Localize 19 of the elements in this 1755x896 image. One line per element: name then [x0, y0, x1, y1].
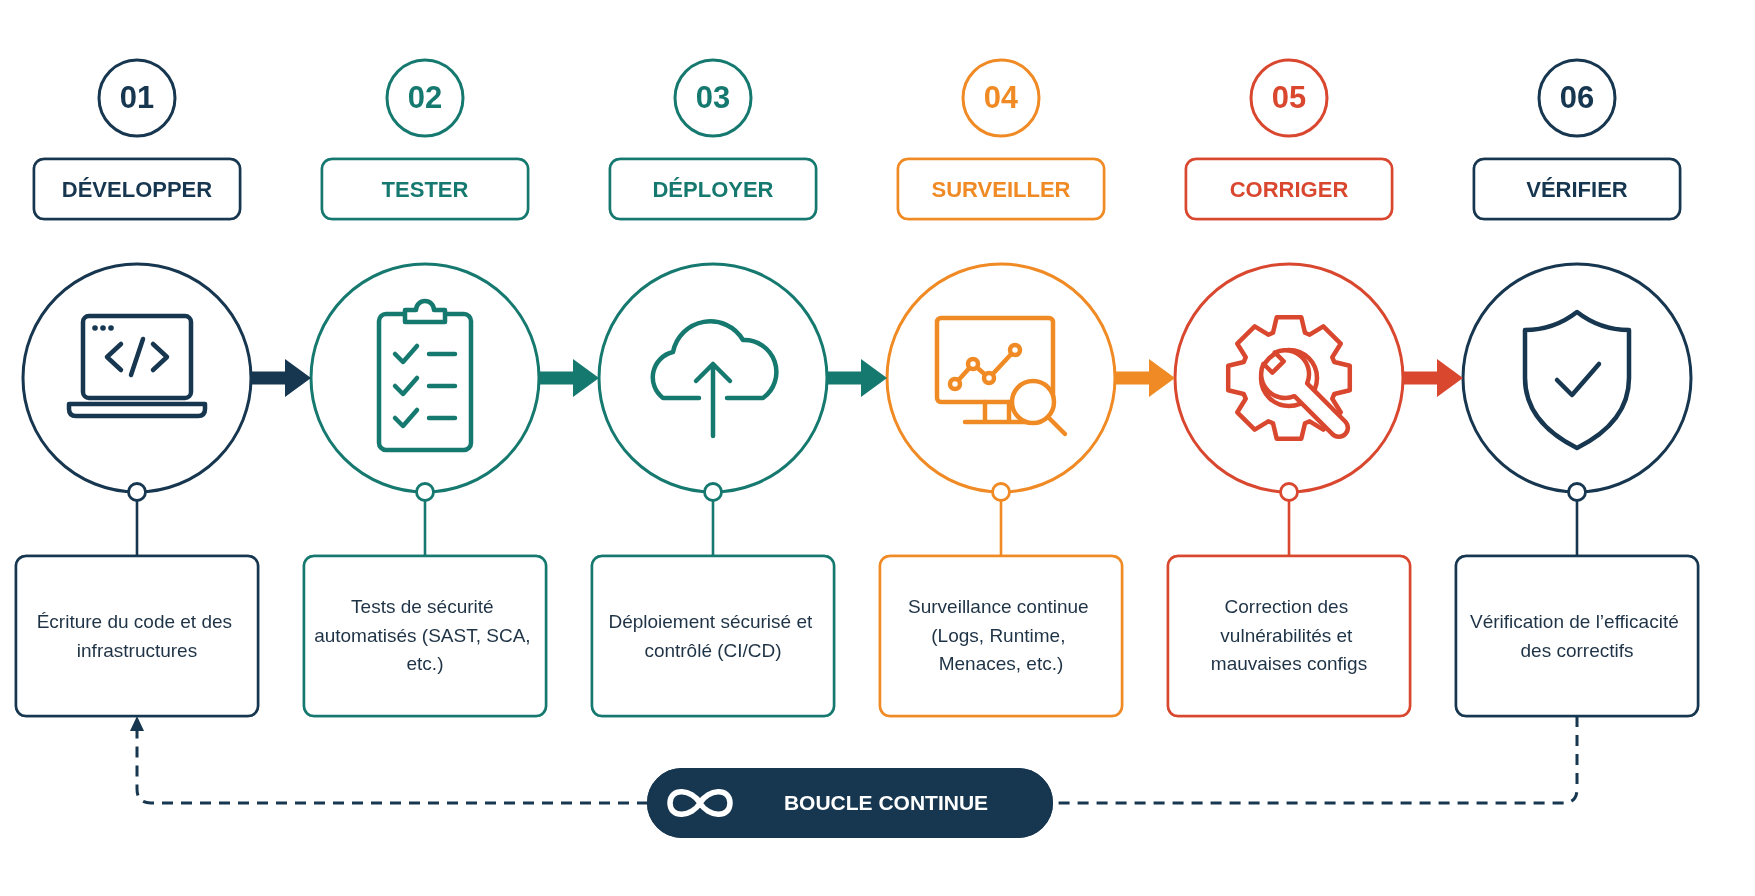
node-circle	[1461, 262, 1693, 494]
connector	[703, 482, 723, 556]
connector	[1279, 482, 1299, 556]
connector	[991, 482, 1011, 556]
node-circle	[21, 262, 253, 494]
arrow	[130, 717, 648, 805]
node-circle: 02	[385, 58, 465, 138]
node-circle	[1173, 262, 1405, 494]
node-circle	[309, 262, 541, 494]
node-circle: 04	[961, 58, 1041, 138]
node-circle: 05	[1249, 58, 1329, 138]
connector	[127, 482, 147, 556]
node-circle: 01	[97, 58, 177, 138]
connector	[415, 482, 435, 556]
node-circle	[597, 262, 829, 494]
node-circle: 06	[1537, 58, 1617, 138]
connector	[1567, 482, 1587, 556]
node-circle: 03	[673, 58, 753, 138]
node-circle	[885, 262, 1117, 494]
